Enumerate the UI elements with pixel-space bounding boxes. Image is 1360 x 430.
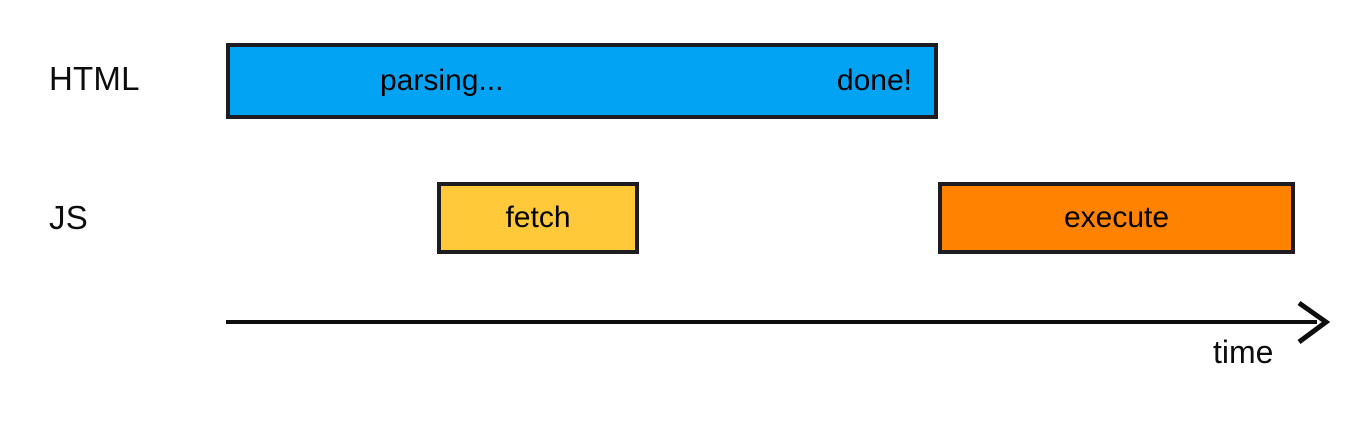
row-label-js: JS bbox=[49, 199, 88, 236]
time-axis-arrow bbox=[226, 300, 1331, 345]
bar-html-parsing: parsing... done! bbox=[226, 43, 938, 119]
bar-js-fetch: fetch bbox=[437, 182, 639, 254]
bar-html-parsing-label: parsing... bbox=[380, 64, 504, 97]
time-axis-arrowhead-icon bbox=[1297, 300, 1331, 345]
bar-html-done-label: done! bbox=[836, 64, 912, 97]
bar-js-execute-label: execute bbox=[1063, 201, 1170, 234]
row-label-html: HTML bbox=[49, 60, 140, 97]
bar-js-fetch-label: fetch bbox=[505, 201, 571, 234]
bar-js-execute: execute bbox=[938, 182, 1295, 254]
time-axis-label: time bbox=[1213, 334, 1274, 370]
